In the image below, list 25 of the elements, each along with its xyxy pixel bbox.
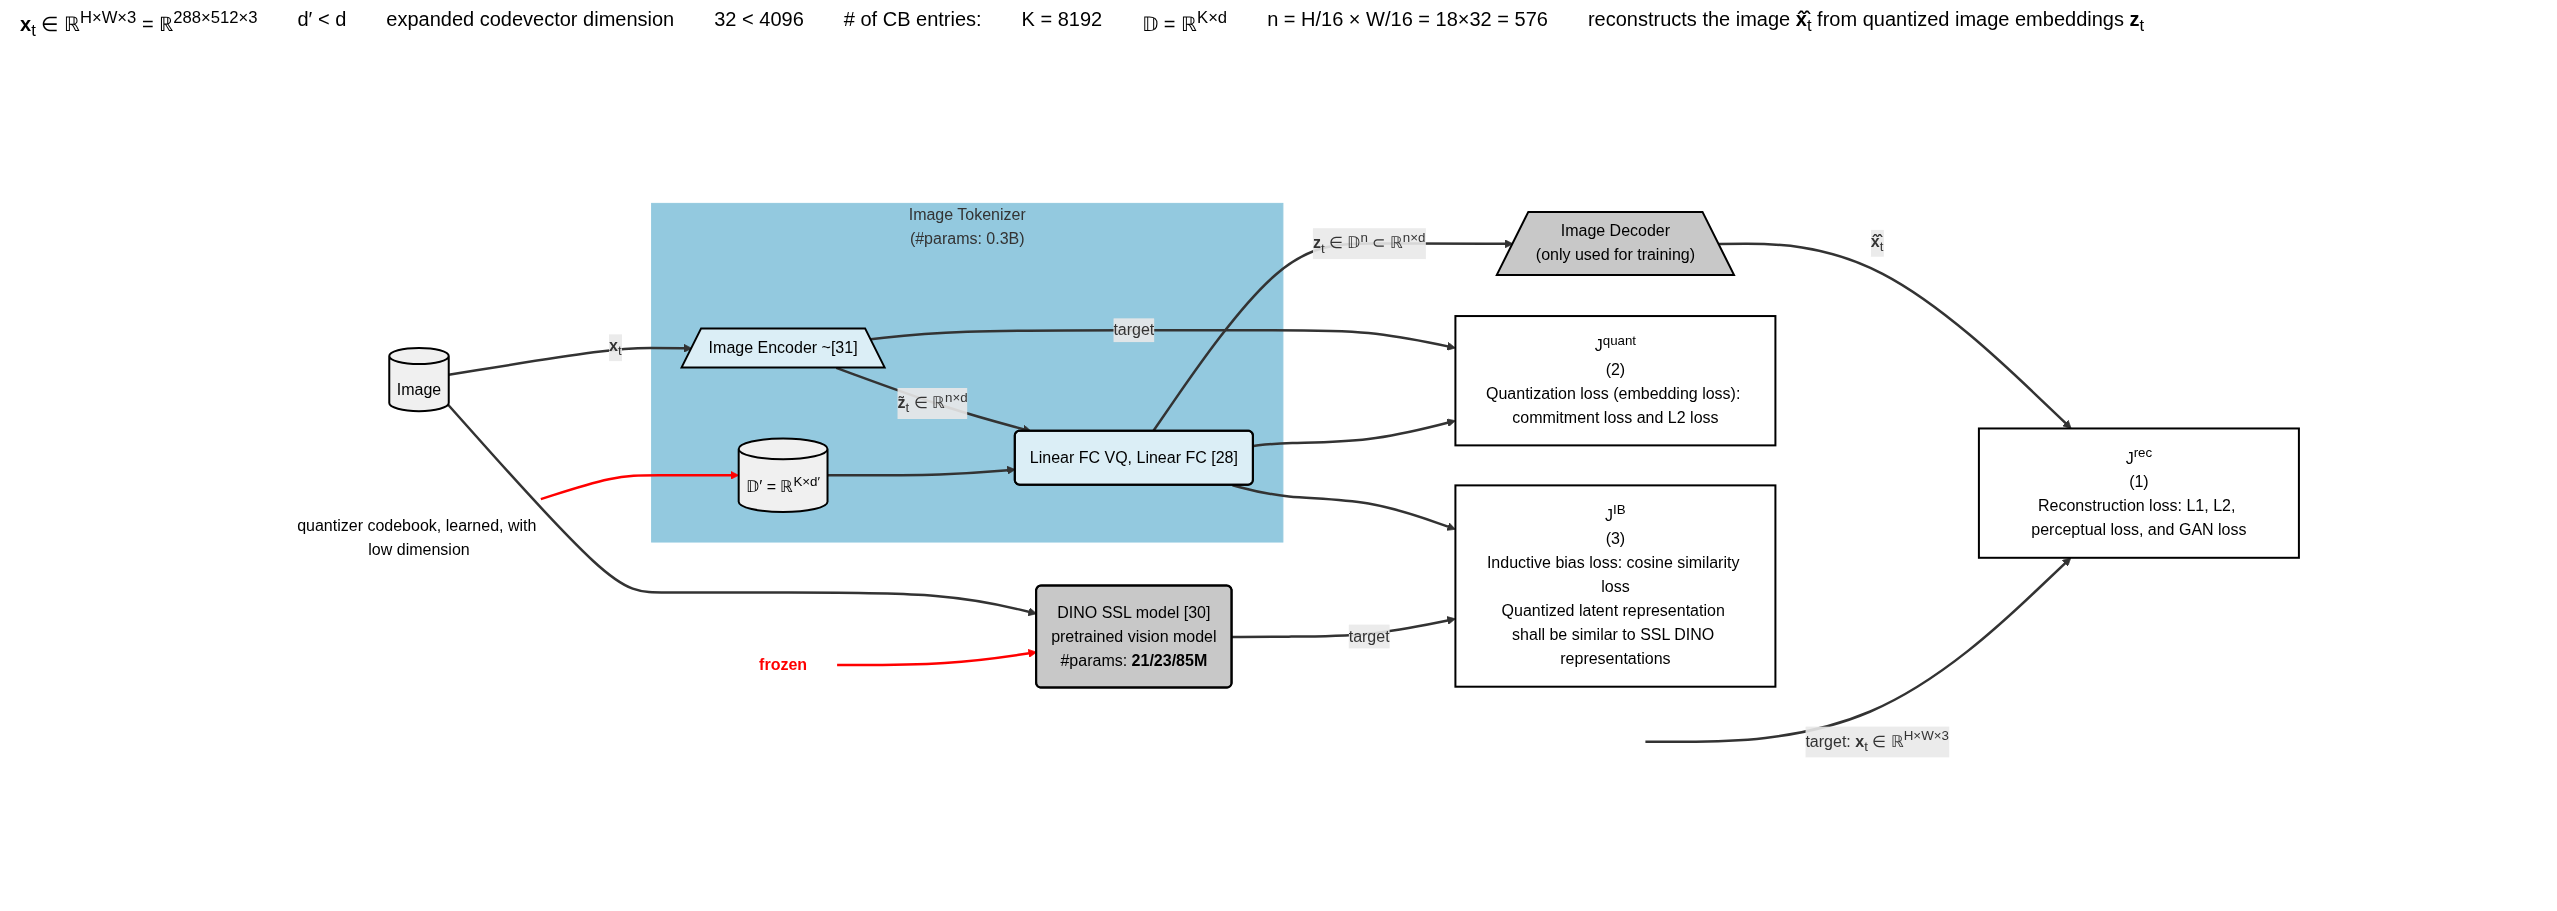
edge-label: target: x$_{t}$ ∈ ℝ$^{H×W×3}$	[1804, 728, 1949, 754]
math-label: reconstructs the image x̂̂$_{t}$ from quantized image embeddings z$_{t}$	[1587, 8, 2145, 37]
math-label: expanded codevector dimension	[386, 8, 675, 32]
math-label: x$_{t}$ ∈ ℝ$^{H×W×3}$ = ℝ$^{288×512×3}$	[20, 8, 258, 41]
math-label: 32 < 4096	[714, 8, 804, 32]
edge-label: z$_{t}$ ∈ 𝔻$^{n}$ ⊂ ℝ$^{n×d}$	[1312, 229, 1425, 256]
math-label: n = H/16 × W/16 = 18×32 = 576	[1267, 8, 1548, 32]
node-box: J$^{rec}$ (1) Reconstruction loss: L1, L2, perceptual loss, and GAN loss	[1977, 427, 2300, 559]
math-label: 𝔻 = ℝ$^{K×d}$	[1142, 8, 1228, 37]
node-box: J$^{quant}$ (2) Quantization loss (embedding loss): commitment loss and L2 loss	[1453, 314, 1776, 447]
node-text: frozen	[758, 655, 807, 673]
math-label: # of CB entries:	[843, 8, 982, 32]
arrow	[1718, 242, 2072, 429]
math-label: K = 8192	[1021, 8, 1103, 32]
edge-label: target	[1112, 320, 1154, 338]
node-box: J$^{IB}$ (3) Inductive bias loss: cosine similarity loss Quantized latent representation shall be similar to SSL DINO representations	[1453, 484, 1776, 688]
arrow	[448, 343, 692, 376]
edge-label: x$_{t}$	[608, 336, 622, 359]
node-text: quantizer codebook, learned, with low dimension	[296, 516, 536, 558]
math-label: d′ < d	[297, 8, 347, 32]
arrow	[1644, 557, 2071, 743]
edge-label: z̃$_{t}$ ∈ ℝ$^{n×d}$	[896, 389, 968, 416]
edge-label: target	[1348, 627, 1390, 645]
edge-label: x̂̂$_{t}$	[1870, 232, 1884, 254]
arrow	[540, 470, 739, 500]
